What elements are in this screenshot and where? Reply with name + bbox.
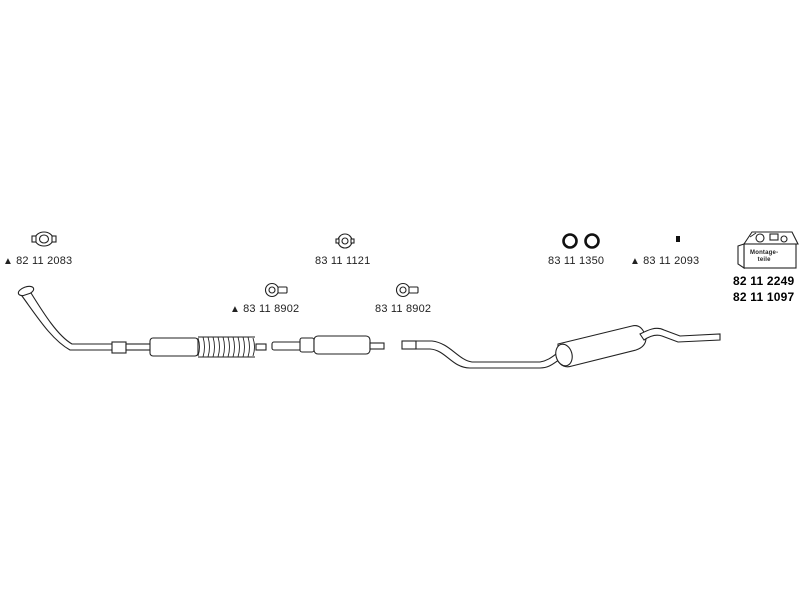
- part-number: 83 11 1121: [315, 255, 371, 267]
- part-number: 82 11 2083: [16, 255, 73, 267]
- kit-label-line2: teile: [757, 257, 771, 263]
- warning-triangle-icon: ▲: [230, 304, 241, 315]
- kit-label-line1: Montage-: [750, 250, 779, 256]
- part-number: 83 11 8902: [243, 303, 300, 315]
- small-part-icon: [676, 236, 680, 242]
- part-number: 83 11 2093: [643, 255, 700, 267]
- part-number: 83 11 8902: [375, 303, 432, 315]
- clamp-a-icon: [264, 282, 288, 298]
- middle-silencer: [271, 335, 385, 355]
- warning-triangle-icon: ▲: [630, 256, 641, 267]
- mounting-kit-label: Montage- teile: [750, 250, 778, 264]
- part-label-clamp-a: ▲83 11 8902: [230, 303, 299, 315]
- front-downpipe: [17, 285, 127, 354]
- clamp-b-icon: [395, 282, 419, 298]
- part-label-o-rings: 83 11 1350: [548, 255, 604, 267]
- part-number: 83 11 1350: [548, 255, 605, 267]
- part-label-clamp-b: 83 11 8902: [375, 303, 431, 315]
- part-label-rubber-ring: 83 11 1121: [315, 255, 370, 267]
- part-label-small-part: ▲83 11 2093: [630, 255, 699, 267]
- mounting-kit-box-icon: [737, 231, 799, 270]
- front-pipe-flex: [125, 336, 267, 358]
- part-label-clamp-front: ▲82 11 2083: [3, 255, 72, 267]
- clamp-front-icon: [31, 231, 57, 247]
- warning-triangle-icon: ▲: [3, 256, 14, 267]
- rear-muffler-pipe: [401, 325, 721, 369]
- kit-number-2: 82 11 1097: [733, 290, 795, 304]
- rubber-ring-icon: [335, 233, 355, 249]
- o-rings-icon: [562, 233, 600, 249]
- kit-number-1: 82 11 2249: [733, 274, 795, 288]
